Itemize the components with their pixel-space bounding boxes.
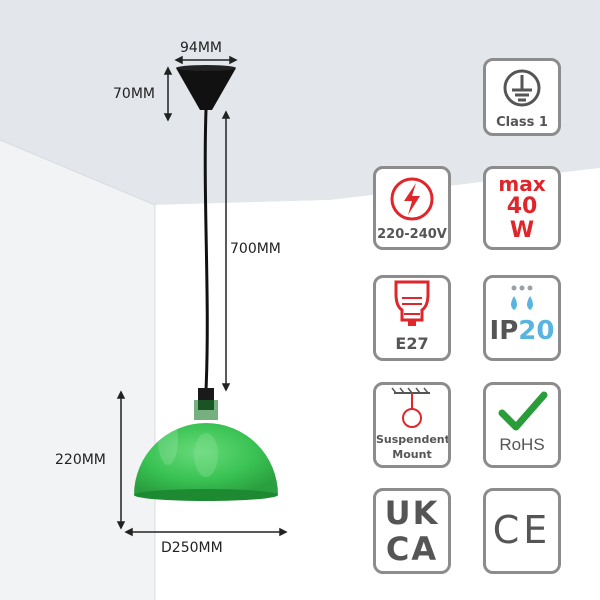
mount-label-line1: Suspendent xyxy=(376,433,450,446)
bulb-base-badge: E27 xyxy=(373,275,451,361)
rohs-label: RoHS xyxy=(499,435,545,454)
mount-badge: Suspendent Mount xyxy=(373,382,451,468)
green-globe-shade xyxy=(134,400,278,501)
ce-label: CE xyxy=(492,508,552,552)
wattage-value: 40 xyxy=(506,194,538,219)
shade-diameter-label: D250MM xyxy=(161,540,223,556)
rohs-badge: RoHS xyxy=(483,382,561,468)
ukca-line2: CA xyxy=(385,530,439,568)
canopy-height-label: 70MM xyxy=(113,86,155,102)
earth-ground-icon xyxy=(503,69,541,107)
wattage-badge: max 40 W xyxy=(483,166,561,250)
ip-rating-label: IP20 xyxy=(486,316,558,346)
dimension-lines xyxy=(116,55,288,537)
ukca-line1: UK xyxy=(384,494,440,532)
wattage-max: max xyxy=(498,172,546,196)
pendant-cable xyxy=(203,109,209,391)
e27-socket-icon xyxy=(394,280,430,326)
mount-label-line2: Mount xyxy=(392,448,432,461)
voltage-label: 220-240V xyxy=(377,227,447,242)
ip-suffix: 20 xyxy=(518,316,555,346)
shade-height-label: 220MM xyxy=(55,452,106,468)
checkmark-icon xyxy=(498,391,548,431)
ip-prefix: IP xyxy=(489,316,519,346)
pendant-mount-icon xyxy=(391,387,430,428)
ceiling-canopy xyxy=(176,68,236,110)
class1-badge: Class 1 xyxy=(483,58,561,136)
bulb-base-label: E27 xyxy=(395,334,429,353)
ukca-badge: UK CA xyxy=(373,488,451,574)
ip-rating-badge: IP20 xyxy=(483,275,561,361)
water-drops-icon xyxy=(511,285,533,310)
ce-badge: CE xyxy=(483,488,561,574)
cable-length-label: 700MM xyxy=(230,241,281,257)
wattage-unit: W xyxy=(509,218,535,243)
class1-label: Class 1 xyxy=(496,115,548,130)
canopy-width-label: 94MM xyxy=(180,40,222,56)
lightning-bolt-icon xyxy=(390,177,434,221)
voltage-badge: 220-240V xyxy=(373,166,451,250)
